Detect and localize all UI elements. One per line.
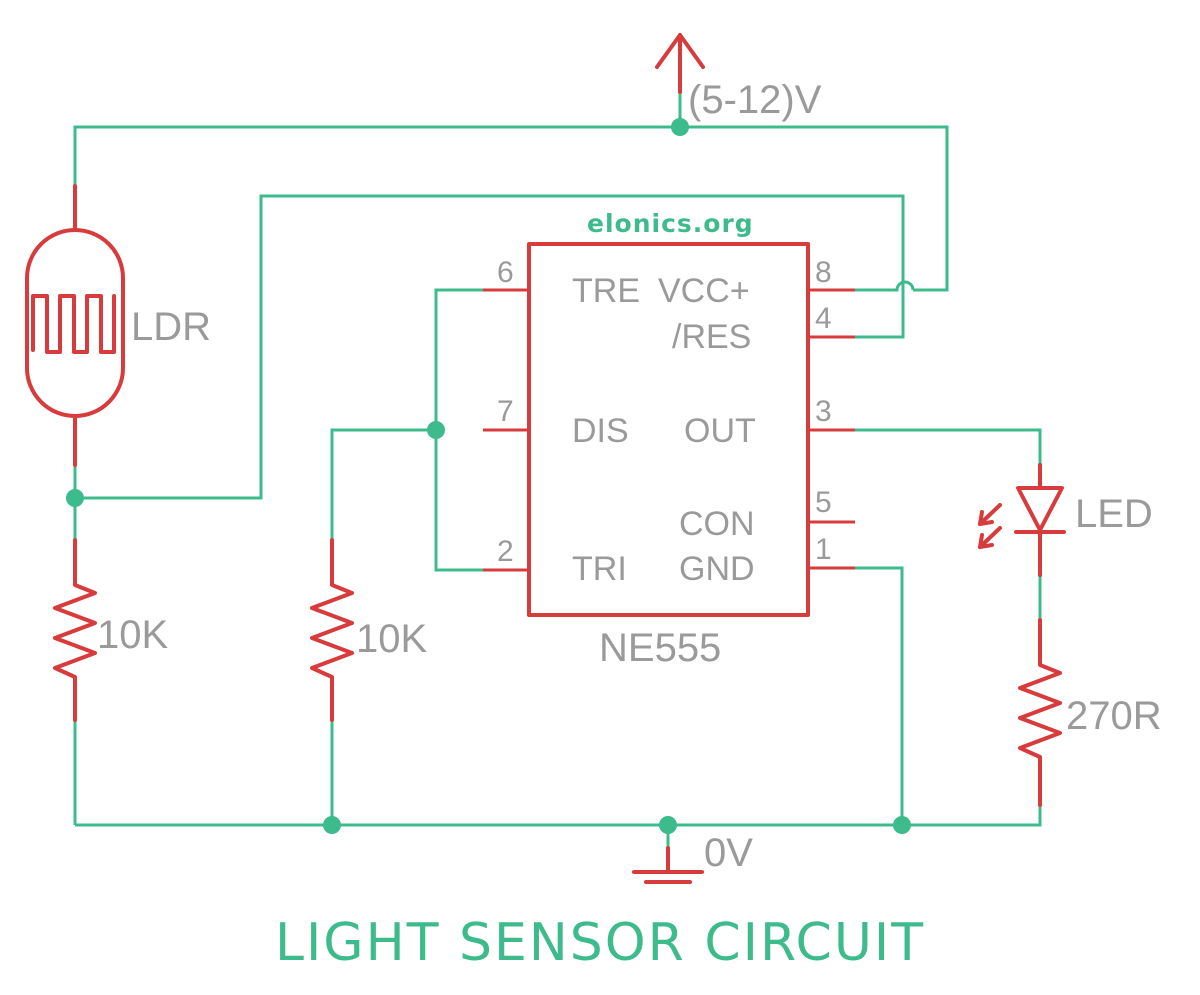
pin-tri-label: TRI: [572, 550, 627, 588]
pin-4-number: 4: [815, 302, 832, 335]
pin-res-label: /RES: [672, 318, 751, 356]
ne555-ic: [483, 242, 855, 617]
pin-7-number: 7: [497, 395, 514, 428]
supply-arrow-icon: [655, 33, 705, 94]
watermark-label: elonics.org: [587, 209, 754, 238]
pin-5-number: 5: [815, 486, 832, 519]
pin-tre-label: TRE: [572, 272, 640, 310]
diagram-title: LIGHT SENSOR CIRCUIT: [275, 913, 925, 973]
pin-1-number: 1: [815, 533, 832, 566]
pin-2-number: 2: [497, 535, 514, 568]
r2-top-wire: [330, 428, 436, 540]
junction-supply: [671, 118, 689, 136]
wires: [73, 90, 1042, 850]
supply-label: (5-12)V: [688, 78, 822, 122]
junction-dis: [427, 421, 445, 439]
ground-rail-wire: [75, 805, 1042, 827]
r1-label: 10K: [97, 613, 168, 657]
pin-gnd-label: GND: [679, 550, 755, 588]
led-icon: [978, 463, 1066, 577]
pin-out-label: OUT: [684, 412, 756, 450]
ground-icon: [632, 846, 704, 884]
r2-label: 10K: [356, 617, 427, 661]
resistor-r3-icon: [1018, 618, 1062, 807]
pin-vcc-label: VCC+: [658, 272, 750, 310]
supply-rail-wire: [73, 125, 949, 292]
ic-label: NE555: [599, 626, 721, 670]
gnd-pin-wire: [855, 566, 904, 825]
junction-gnd: [659, 816, 677, 834]
r3-label: 270R: [1066, 694, 1162, 738]
pin-con-label: CON: [679, 505, 755, 543]
reset-wire: [75, 194, 905, 500]
pin-6-number: 6: [497, 256, 514, 289]
led-label: LED: [1075, 492, 1153, 536]
pin-3-number: 3: [815, 395, 832, 428]
pin-8-number: 8: [815, 256, 832, 289]
ldr-icon: [25, 184, 125, 467]
junction-gnd-ic: [893, 816, 911, 834]
junction-gnd-r2: [323, 816, 341, 834]
ldr-label: LDR: [131, 305, 211, 349]
pin-dis-label: DIS: [572, 412, 629, 450]
junctions: [66, 118, 911, 834]
output-wire: [855, 428, 1042, 465]
resistor-r2-icon: [310, 538, 354, 722]
resistor-r1-icon: [53, 538, 97, 722]
ground-label: 0V: [704, 831, 753, 875]
junction-ldr: [66, 489, 84, 507]
